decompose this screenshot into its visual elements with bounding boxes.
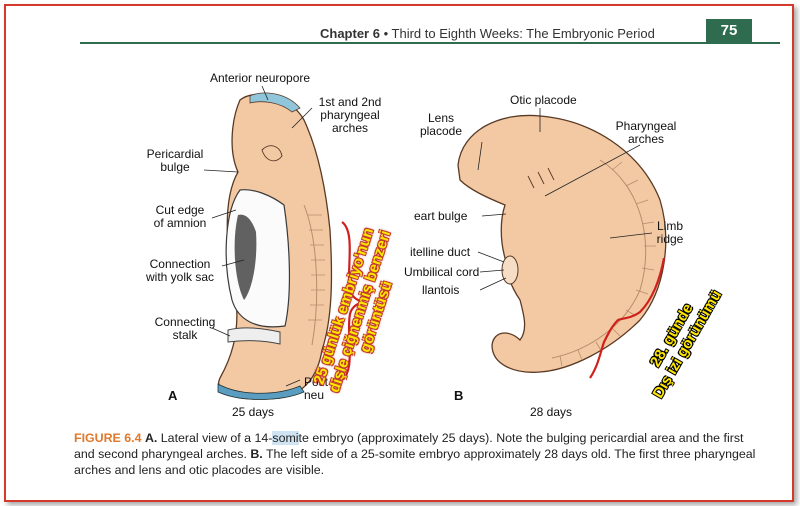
- header-separator: •: [383, 26, 389, 41]
- caption-a-text-before: Lateral view of a 14-: [157, 431, 273, 445]
- label-posterior-line1: Post: [304, 375, 329, 389]
- label-lens-line2: placode: [419, 124, 463, 138]
- caption-b-text: The left side of a 25-somite embryo appr…: [74, 447, 756, 477]
- embryo-a-stalk: [227, 327, 281, 345]
- label-heart-bulge: eart bulge: [414, 209, 468, 223]
- label-vitelline-duct: itelline duct: [410, 245, 471, 259]
- label-anterior-neuropore: Anterior neuropore: [210, 71, 311, 85]
- bracket-a: [341, 221, 365, 381]
- label-connection-line2: with yolk sac: [145, 270, 215, 284]
- label-stalk-line1: Connecting: [154, 315, 216, 329]
- label-stalk-line2: stalk: [172, 328, 198, 342]
- label-posterior-neuropore: Post neu: [304, 376, 328, 402]
- panel-a-age: 25 days: [232, 405, 275, 419]
- embryo-b-body: [457, 114, 667, 373]
- embryo-a-yolk-connection: [234, 214, 257, 300]
- label-arches-a-line3: arches: [331, 121, 369, 135]
- label-yolk-connection: Connection with yolk sac: [138, 258, 222, 284]
- header-rule: [80, 42, 780, 44]
- label-allantois: llantois: [422, 283, 460, 297]
- panel-b-marker: B: [454, 388, 464, 403]
- label-umbilical-cord: Umbilical cord: [404, 265, 480, 279]
- page-number: 75: [706, 19, 752, 43]
- caption-figure-label: FIGURE 6.4: [74, 431, 142, 445]
- label-connection-line1: Connection: [149, 257, 211, 271]
- caption-a-text-after: te embryo (approximately 25 days). Note …: [74, 431, 744, 461]
- label-lens-placode: Lens placode: [416, 112, 466, 138]
- chapter-title: Third to Eighth Weeks: The Embryonic Per…: [391, 26, 655, 41]
- panel-a-marker: A: [168, 388, 178, 403]
- label-limb-line2: ridge: [656, 232, 684, 246]
- caption-a-marker: A.: [144, 431, 158, 445]
- chapter-number: Chapter 6: [320, 26, 380, 41]
- running-header: Chapter 6 • Third to Eighth Weeks: The E…: [320, 26, 655, 41]
- label-limb-line1: Limb: [656, 219, 683, 233]
- label-cut-edge-line1: Cut edge: [155, 203, 205, 217]
- label-pharyngeal-arches-b: Pharyngeal arches: [606, 120, 686, 146]
- label-pharyngeal-arches-a: 1st and 2nd pharyngeal arches: [310, 96, 390, 135]
- panel-b-age: 28 days: [530, 405, 573, 419]
- label-lens-line1: Lens: [427, 111, 455, 125]
- label-posterior-line2: neu: [304, 388, 325, 402]
- label-arches-a-line1: 1st and 2nd: [318, 95, 382, 109]
- label-cut-edge-amnion: Cut edge of amnion: [146, 204, 214, 230]
- embryo-a-posterior-neuropore: [217, 383, 305, 400]
- label-pericardial-line2: bulge: [160, 160, 190, 174]
- figure-caption: FIGURE 6.4 A. Lateral view of a 14-somit…: [74, 430, 764, 478]
- label-pericardial-line1: Pericardial: [146, 147, 204, 161]
- embryo-b-cord: [501, 255, 519, 285]
- label-cut-edge-line2: of amnion: [153, 216, 207, 230]
- label-pharyngeal-b-line2: arches: [627, 132, 665, 146]
- caption-highlight: somi: [272, 431, 299, 445]
- label-otic-placode: Otic placode: [510, 93, 577, 107]
- label-connecting-stalk: Connecting stalk: [150, 316, 220, 342]
- label-pericardial-bulge: Pericardial bulge: [140, 148, 210, 174]
- label-pharyngeal-b-line1: Pharyngeal: [615, 119, 677, 133]
- bracket-b: [589, 257, 666, 379]
- caption-b-marker: B.: [250, 447, 263, 461]
- label-limb-ridge: Limb ridge: [650, 220, 690, 246]
- label-arches-a-line2: pharyngeal: [320, 108, 380, 122]
